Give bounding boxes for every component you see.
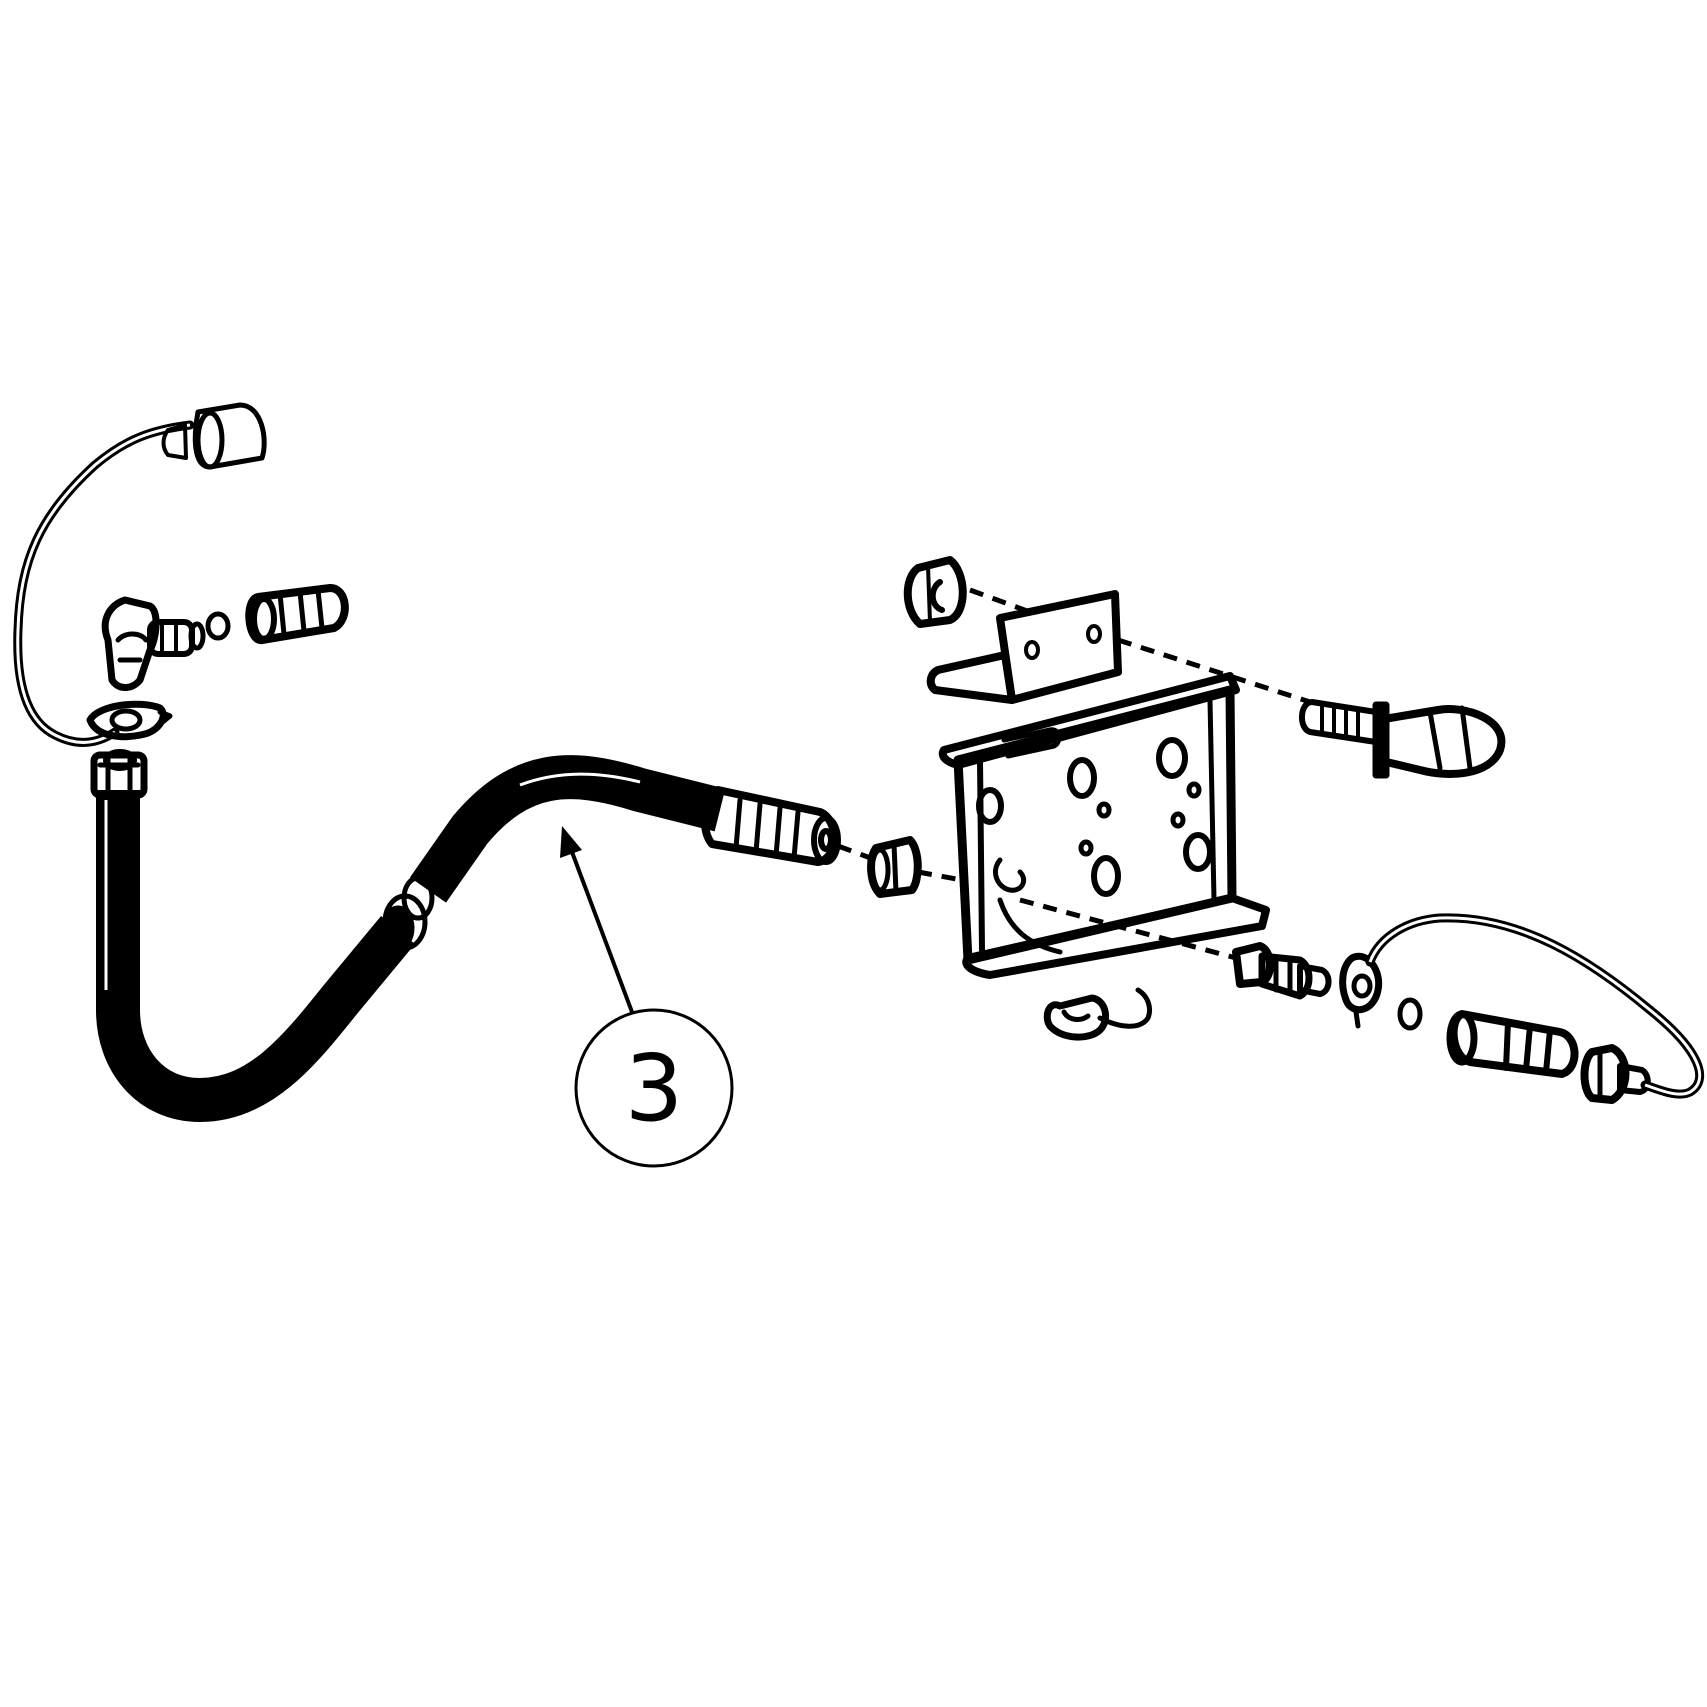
tube-nut <box>867 836 922 898</box>
callout-leader <box>560 826 637 1021</box>
ring-terminal-left <box>86 700 173 741</box>
sensor-cap-left <box>161 402 267 470</box>
brake-switch <box>1232 942 1332 1000</box>
callout-badge: 3 <box>574 1008 734 1168</box>
banjo-fitting <box>101 596 206 691</box>
switch-connector-body <box>1446 1010 1579 1078</box>
sealing-washer-left <box>205 611 231 641</box>
bracket-clip <box>926 590 1122 704</box>
hex-bolt <box>1299 699 1506 779</box>
sealing-washer-right <box>1397 997 1423 1031</box>
clip-nut <box>903 556 967 628</box>
mounting-bracket <box>938 672 1270 979</box>
callout-number: 3 <box>625 1035 684 1142</box>
sensor-lead-left <box>13 420 195 747</box>
union-nut <box>245 584 349 644</box>
sensor-lead-right <box>1365 913 1704 1099</box>
assembly-dash-lines <box>837 587 1311 961</box>
ring-terminal-right <box>1339 952 1383 1029</box>
sensor-cap-right <box>1580 1044 1651 1104</box>
hose-end-fitting <box>90 749 841 866</box>
brake-hose <box>96 755 726 1123</box>
bracket-pin <box>1043 987 1153 1041</box>
